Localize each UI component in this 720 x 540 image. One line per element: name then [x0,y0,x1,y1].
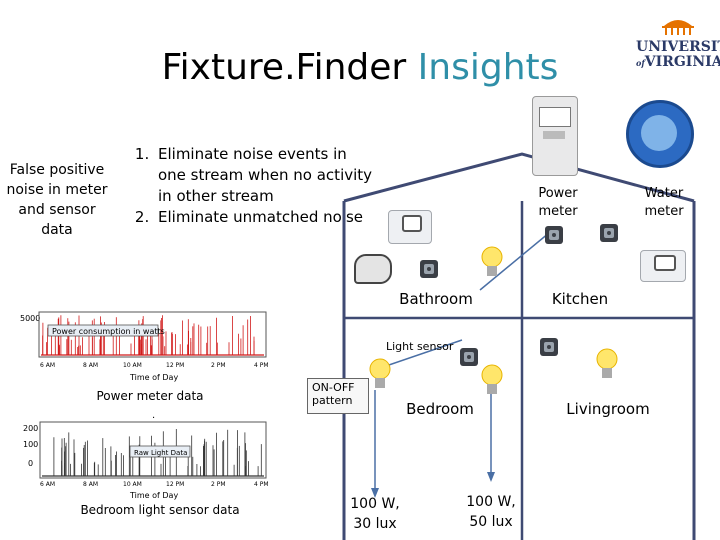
lamp2-arrowhead [487,472,495,482]
svg-text:10 AM: 10 AM [123,481,142,488]
light-bulb-icon [481,364,503,394]
house-roof [343,152,695,203]
svg-text:6 AM: 6 AM [40,362,55,369]
sensor-icon [600,224,618,242]
slide-title: Fixture.Finder Insights [0,44,720,92]
dot-mark: . [152,410,156,421]
toilet-fixture-icon [354,254,392,284]
wall-switch-icon [640,250,686,282]
light-sensor-arrow [379,339,463,369]
light-bulb-icon [596,348,618,378]
title-main: Fixture.Finder [161,47,418,88]
svg-text:10 AM: 10 AM [123,362,142,369]
light-bulb-icon [369,358,391,388]
power-meter-chart: 5000 Power consumption in watts 6 AM 8 A… [18,304,276,384]
power-legend: Power consumption in watts [52,327,165,336]
light-xticks: 6 AM 8 AM 10 AM 12 PM 2 PM 4 PM [40,481,269,488]
power-meter-device-icon [532,96,578,176]
power-xticks: 6 AM 8 AM 10 AM 12 PM 2 PM 4 PM [40,362,269,369]
livingroom-label: Livingroom [566,400,650,418]
bathroom-label: Bathroom [399,290,473,308]
light-bulb-icon [481,246,503,276]
light-series [42,429,264,477]
light-legend: Raw Light Data [134,449,187,457]
water-meter-label: Water meter [644,186,684,219]
svg-text:8 AM: 8 AM [83,362,98,369]
light-chart-caption: Bedroom light sensor data [80,503,240,517]
logo-line1: UNIVERSITY [636,39,720,55]
power-meter-label: Power meter [528,185,588,221]
svg-text:12 PM: 12 PM [166,362,184,369]
university-logo: UNIVERSITY ofVIRGINIA [636,14,720,70]
rotunda-icon [662,20,694,35]
lamp1-arrowhead [371,488,379,498]
power-chart-caption: Power meter data [96,389,204,403]
sensor-icon [540,338,558,356]
power-xlabel: Time of Day [129,373,178,382]
wall-switch-icon [388,210,432,244]
onoff-pattern-box: ON-OFF pattern [307,378,369,414]
step-item: Eliminate noise events in one stream whe… [154,144,374,207]
step-item: Eliminate unmatched noise [154,207,374,228]
title-accent: Insights [417,47,559,88]
light-xlabel: Time of Day [129,491,178,500]
svg-text:8 AM: 8 AM [83,481,98,488]
kitchen-label: Kitchen [551,290,609,308]
power-meter-arrow [479,227,556,291]
false-positive-label: False positive noise in meter and sensor… [6,162,108,238]
power-ytick: 5000 [20,314,40,323]
svg-text:6 AM: 6 AM [40,481,55,488]
light-sensor-label: Light sensor [386,340,454,353]
logo-line2: ofVIRGINIA [636,54,720,70]
light-ytick: 0 [28,459,33,468]
svg-text:2 PM: 2 PM [211,362,226,369]
elimination-steps: Eliminate noise events in one stream whe… [120,144,374,228]
light-ytick: 200 [23,424,38,433]
svg-text:4 PM: 4 PM [254,362,269,369]
bedroom-label: Bedroom [406,400,474,418]
lamp1-rating: 100 W, 30 lux [350,496,400,532]
svg-text:2 PM: 2 PM [211,481,226,488]
light-ytick: 100 [23,440,38,449]
sensor-icon [545,226,563,244]
light-sensor-chart: 200 100 0 Raw Light Data 6 AM 8 AM 10 AM… [18,418,276,500]
svg-text:4 PM: 4 PM [254,481,269,488]
water-meter-device-icon [626,100,694,168]
lamp2-rating: 100 W, 50 lux [466,494,516,530]
svg-text:12 PM: 12 PM [166,481,184,488]
sensor-icon [420,260,438,278]
sensor-icon [460,348,478,366]
